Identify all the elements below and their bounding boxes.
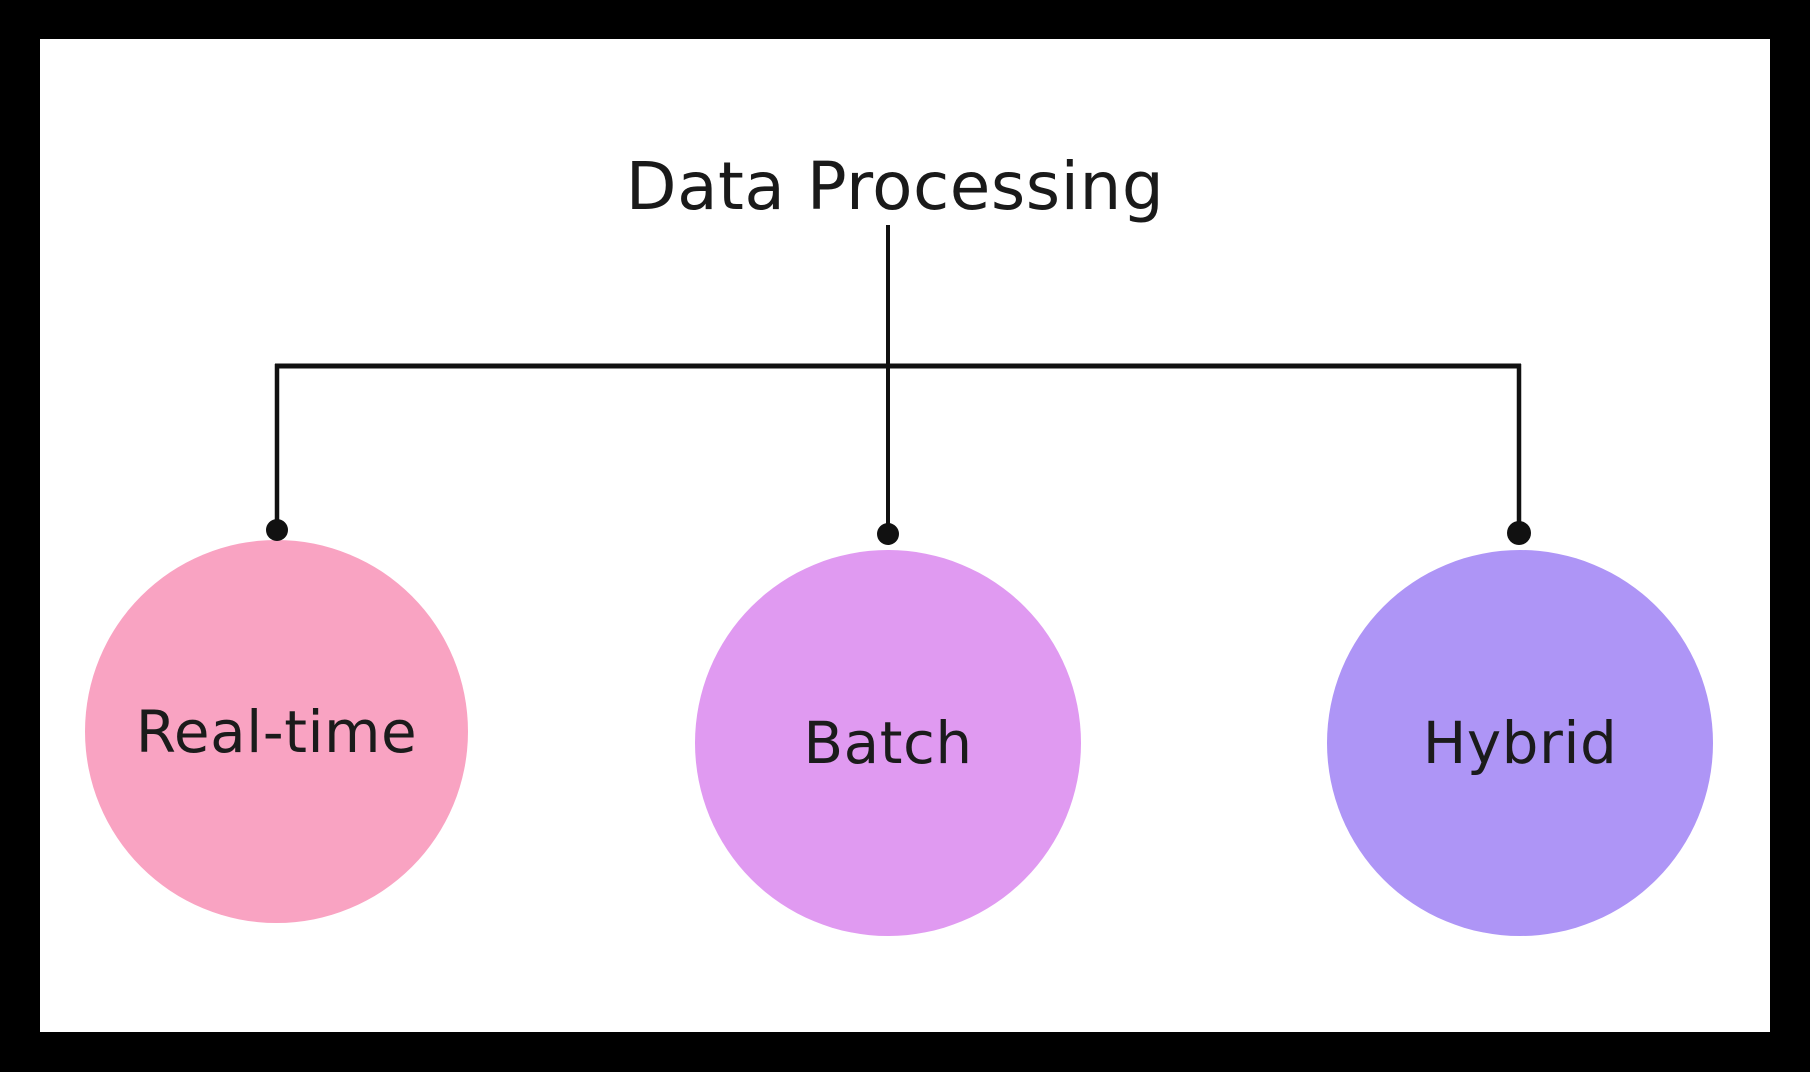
node-batch: Batch	[695, 550, 1081, 936]
node-real-time-label: Real-time	[135, 697, 418, 766]
node-hybrid-label: Hybrid	[1422, 709, 1618, 777]
node-hybrid: Hybrid	[1327, 550, 1713, 936]
node-real-time: Real-time	[85, 540, 468, 923]
diagram-title: Data Processing	[625, 148, 1165, 225]
diagram-canvas: Data Processing Real-time Batch Hybrid	[40, 39, 1770, 1032]
node-batch-label: Batch	[803, 709, 973, 777]
